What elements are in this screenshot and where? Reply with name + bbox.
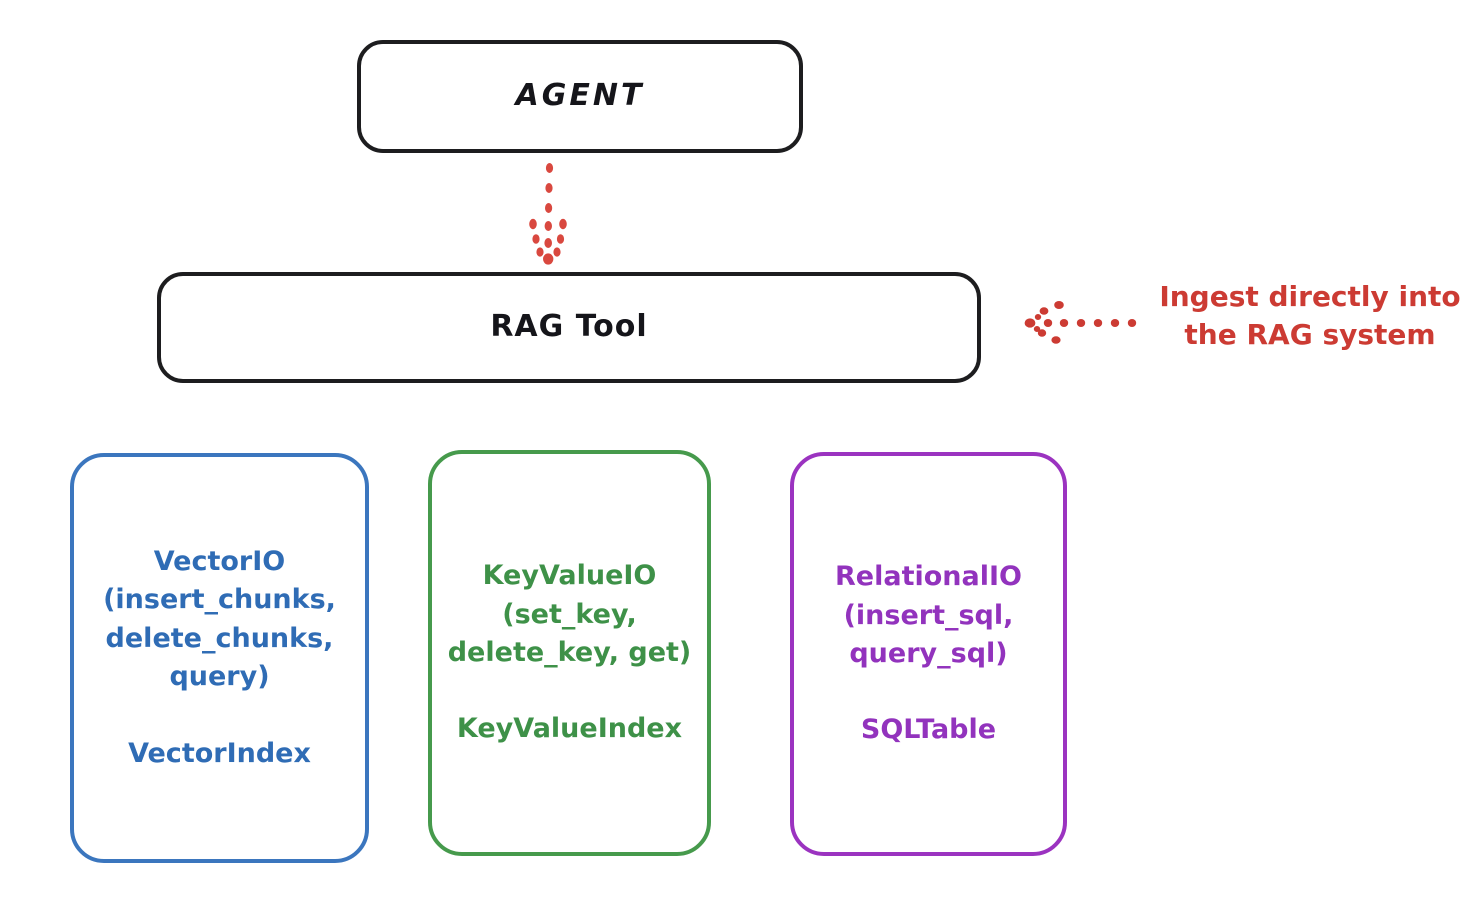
- node-rag-tool[interactable]: RAG Tool: [157, 272, 981, 383]
- dotted-arrow-down-icon: [500, 160, 600, 270]
- node-rag-tool-label: RAG Tool: [490, 309, 648, 345]
- node-vector-io[interactable]: VectorIO (insert_chunks, delete_chunks, …: [70, 453, 369, 863]
- dotted-arrow-left-icon: [1018, 298, 1142, 348]
- node-agent[interactable]: AGENT: [357, 40, 803, 153]
- node-key-value-io[interactable]: KeyValueIO (set_key, delete_key, get) Ke…: [428, 450, 711, 856]
- node-relational-io[interactable]: RelationalIO (insert_sql, query_sql) SQL…: [790, 452, 1067, 856]
- node-key-value-io-label: KeyValueIO (set_key, delete_key, get) Ke…: [447, 560, 692, 745]
- node-vector-io-label: VectorIO (insert_chunks, delete_chunks, …: [103, 546, 336, 769]
- node-agent-label: AGENT: [515, 78, 645, 114]
- node-relational-io-label: RelationalIO (insert_sql, query_sql) SQL…: [835, 561, 1022, 746]
- annotation-ingest: Ingest directly into the RAG system: [1159, 280, 1461, 351]
